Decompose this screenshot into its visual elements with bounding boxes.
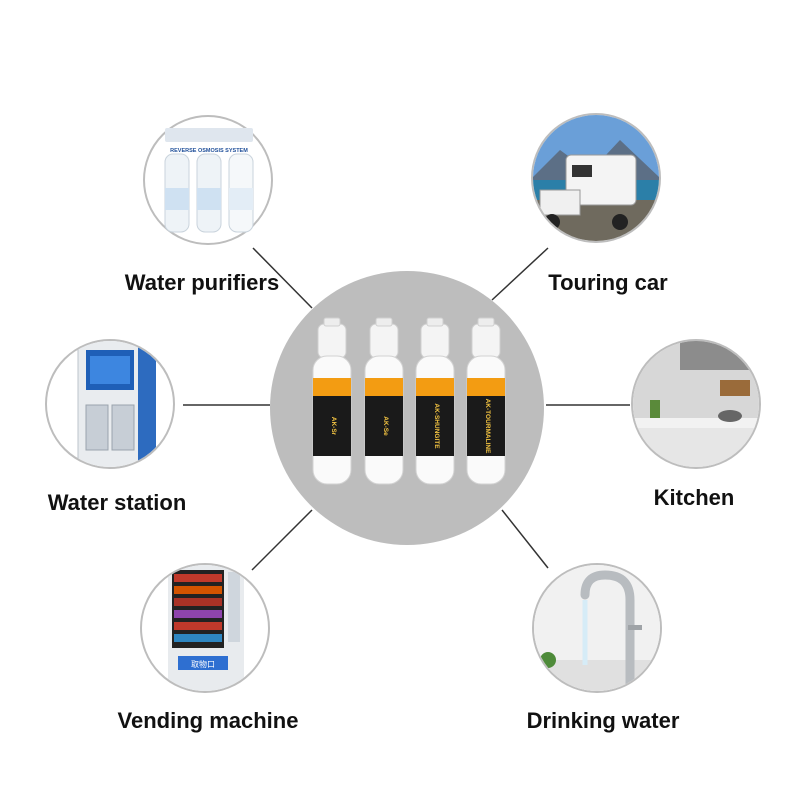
label-kitchen: Kitchen (653, 485, 735, 510)
filter-cartridge: AK-Sr (312, 317, 352, 485)
filter-cartridges: AK-Sr AK-Se AK-SHUNGITE AK-TOURMALINE (312, 317, 506, 485)
filter-cartridge: AK-Se (364, 317, 404, 485)
filter-band-label: AK-Se (382, 416, 389, 436)
label-water-station: Water station (47, 490, 187, 515)
label-vending-machine: Vending machine (117, 708, 299, 733)
pickup-port-label: 取物口 (191, 659, 215, 669)
label-touring-car: Touring car (548, 270, 668, 295)
filter-cartridge: AK-TOURMALINE (466, 317, 506, 485)
ro-system-label: REVERSE OSMOSIS SYSTEM (170, 148, 248, 154)
connectors (183, 247, 630, 571)
reverse-osmosis-system-icon: REVERSE OSMOSIS SYSTEM (143, 115, 273, 245)
filter-band-label: AK-Sr (330, 417, 337, 436)
vending-machine-icon: 取物口 (140, 563, 270, 693)
kitchen-interior-icon (631, 339, 761, 469)
label-drinking-water: Drinking water (526, 708, 680, 733)
filter-cartridge: AK-SHUNGITE (415, 317, 455, 485)
connector-water-purifiers (252, 247, 313, 309)
connector-vending-machine (251, 509, 313, 571)
water-vending-station-icon (45, 339, 175, 469)
filter-band-label: AK-TOURMALINE (484, 399, 491, 454)
filter-band-label: AK-SHUNGITE (433, 403, 440, 449)
connector-touring-car (491, 247, 549, 301)
label-water-purifiers: Water purifiers (124, 270, 280, 295)
faucet-icon (532, 563, 662, 693)
connector-drinking-water (501, 509, 549, 569)
camper-truck-icon (531, 113, 661, 243)
